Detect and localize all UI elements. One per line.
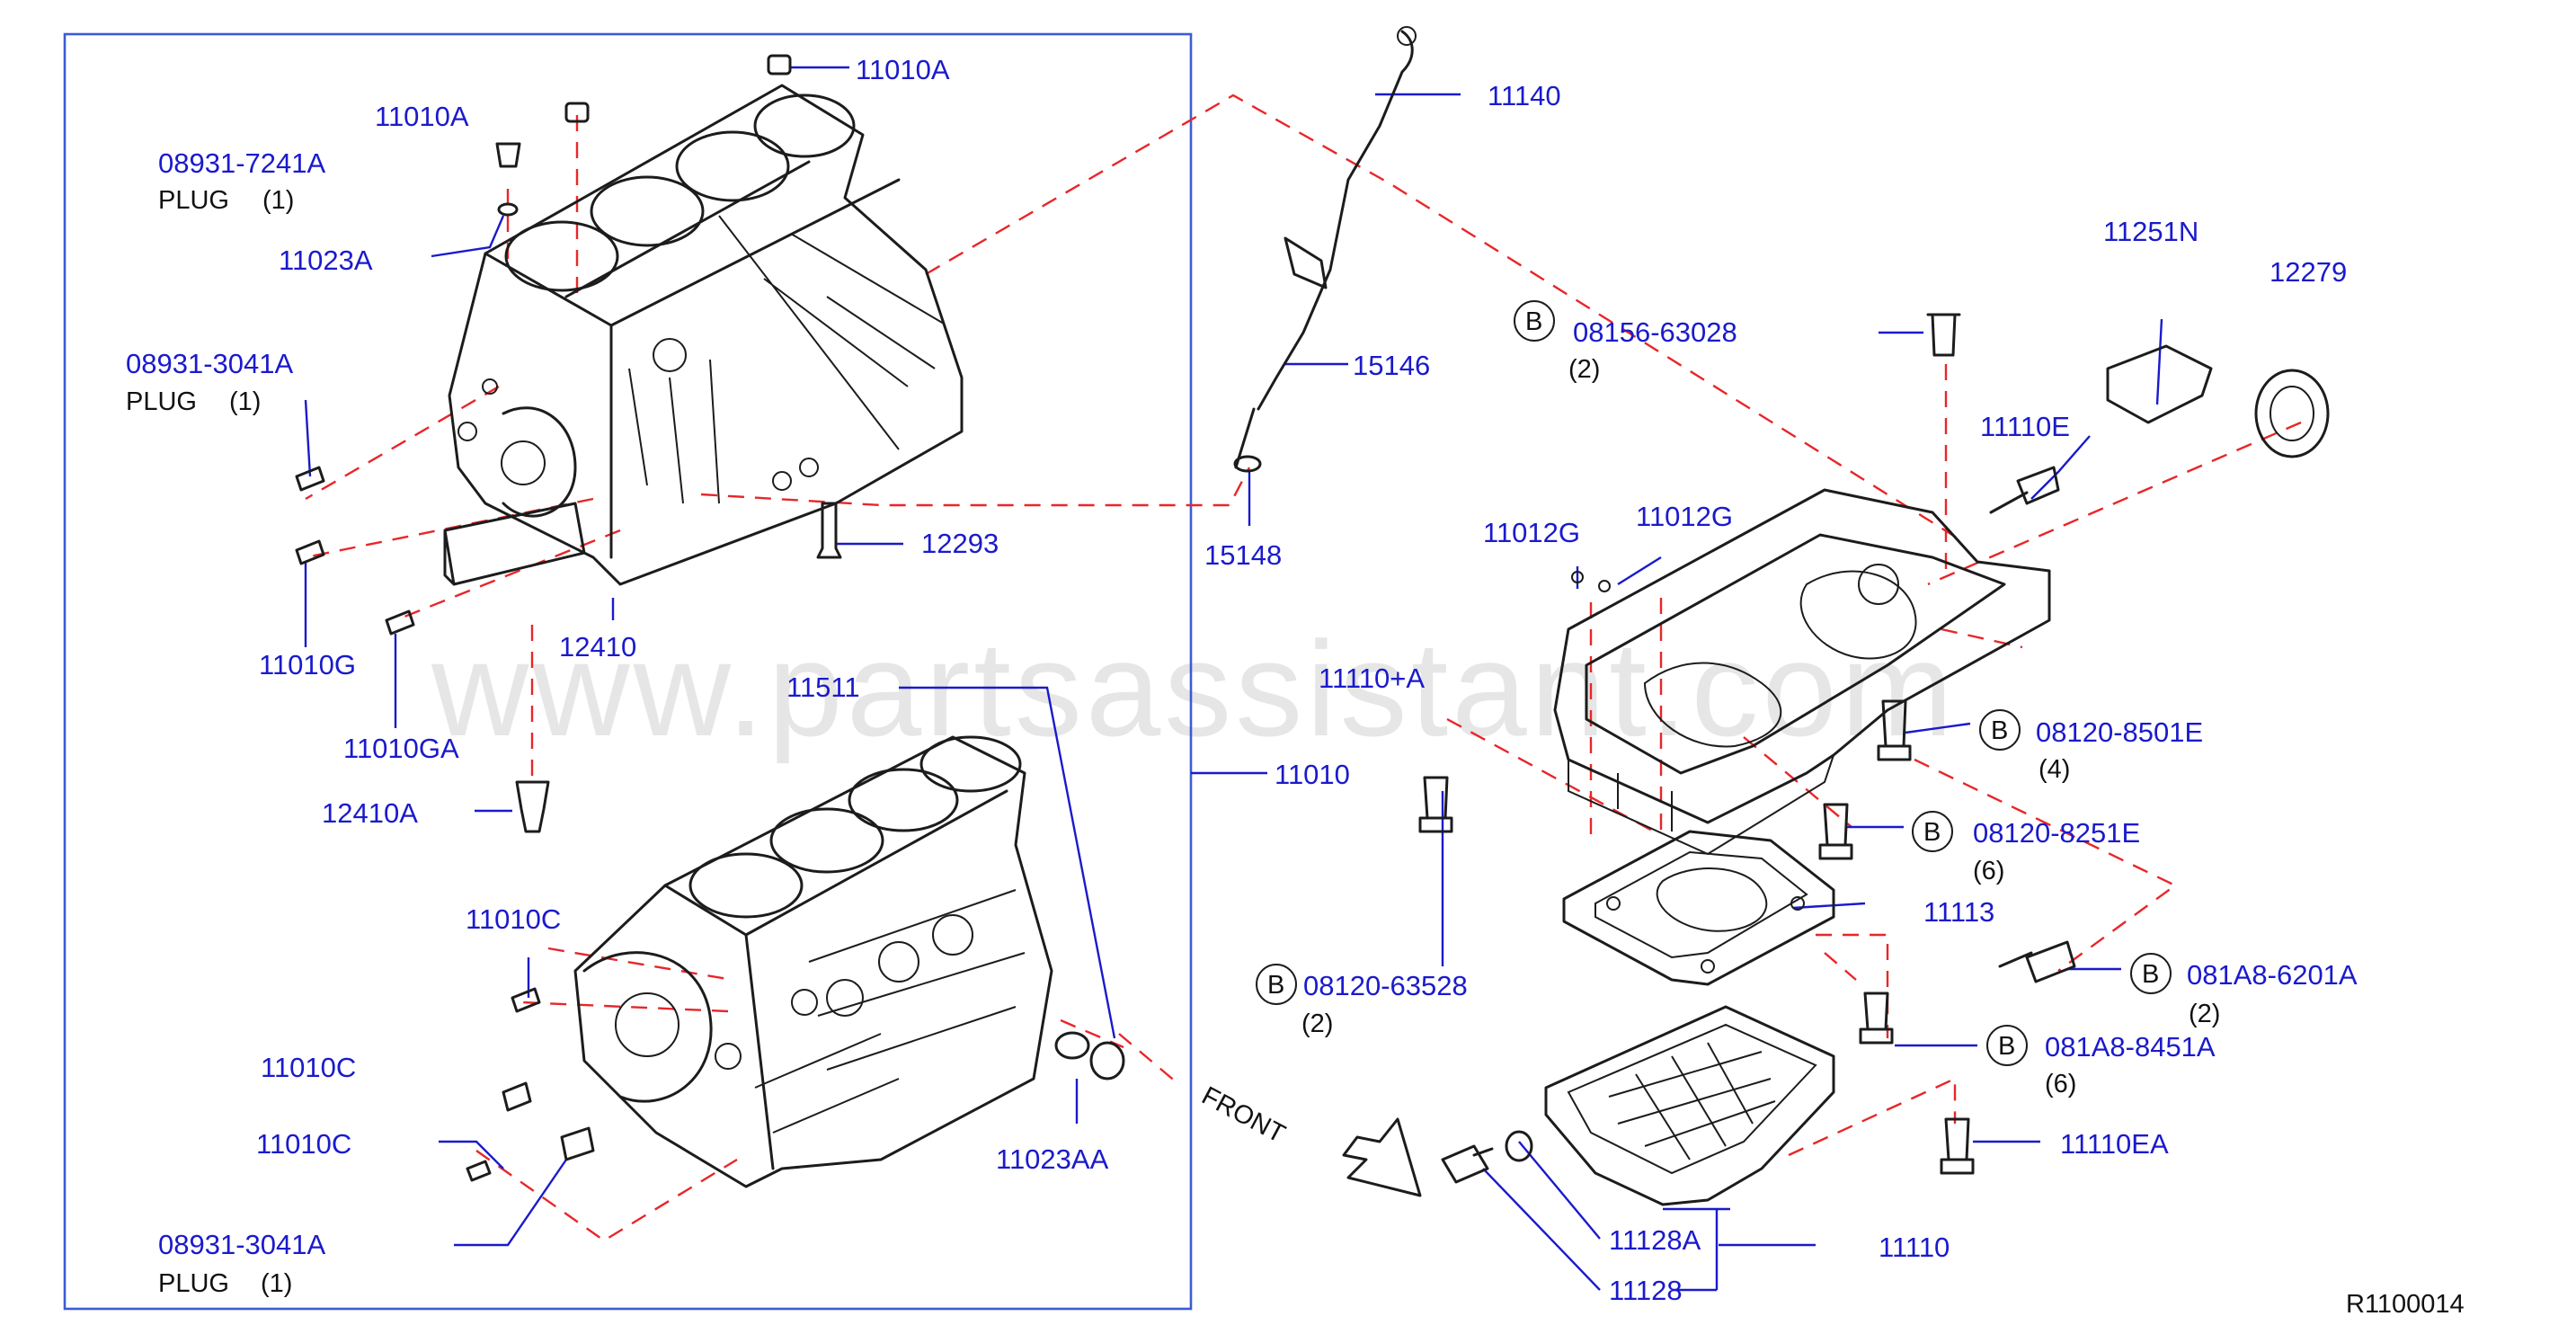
label-11010A-top: 11010A xyxy=(856,54,950,85)
front-direction-arrow xyxy=(1342,1117,1422,1197)
label-11010: 11010 xyxy=(1275,759,1350,790)
label-08120-8251E: 08120-8251E xyxy=(1973,817,2140,849)
label-11010C-2: 11010C xyxy=(261,1052,356,1083)
label-08931-7241A: 08931-7241A xyxy=(158,147,325,179)
label-15148: 15148 xyxy=(1204,539,1282,571)
dipstick-assembly xyxy=(1233,26,1417,473)
label-08120-63528-qty: (2) xyxy=(1301,1009,1333,1038)
fasteners xyxy=(295,54,2330,1184)
label-11012G-2: 11012G xyxy=(1636,501,1733,532)
leader-lines xyxy=(304,66,2163,1292)
label-11010GA: 11010GA xyxy=(343,733,459,764)
label-11010G: 11010G xyxy=(259,649,356,680)
label-12279: 12279 xyxy=(2270,256,2347,288)
label-11010C-1: 11010C xyxy=(466,903,561,935)
b-badge-081A8-8451: B xyxy=(1998,1032,2015,1061)
label-12293: 12293 xyxy=(921,528,999,559)
oil-pan-baffle xyxy=(1562,830,1835,986)
b-badge-08120-8251: B xyxy=(1923,818,1941,847)
label-plug-3: PLUG xyxy=(158,1269,229,1298)
label-11110EA: 11110EA xyxy=(2060,1128,2169,1160)
label-11511: 11511 xyxy=(786,671,860,703)
b-badge-08120-8501: B xyxy=(1991,716,2008,745)
label-081A8-6201A: 081A8-6201A xyxy=(2187,959,2358,991)
label-08120-8501E: 08120-8501E xyxy=(2036,716,2203,748)
label-08931-3041A-lower: 08931-3041A xyxy=(158,1229,325,1260)
label-08931-3041A-upper: 08931-3041A xyxy=(126,348,293,379)
b-badges xyxy=(1256,300,2172,1066)
label-plug-2-qty: (1) xyxy=(229,387,261,416)
b-badge-081A8-6201: B xyxy=(2142,960,2159,989)
part-labels: 11010A 11010A 08931-7241A PLUG (1) 11023… xyxy=(126,54,2358,1306)
lower-cylinder-block xyxy=(573,735,1053,1188)
b-badge-08156: B xyxy=(1525,307,1542,336)
label-08120-8501E-qty: (4) xyxy=(2039,755,2070,784)
label-11023A: 11023A xyxy=(279,245,373,276)
label-11128: 11128 xyxy=(1609,1275,1683,1306)
label-11110: 11110 xyxy=(1879,1232,1950,1263)
label-11128A: 11128A xyxy=(1609,1224,1701,1256)
label-11010C-3: 11010C xyxy=(256,1128,351,1160)
label-11010A-left: 11010A xyxy=(375,101,469,132)
label-08156-63028-qty: (2) xyxy=(1568,355,1600,384)
label-11251N: 11251N xyxy=(2103,216,2198,247)
label-11023AA: 11023AA xyxy=(996,1143,1109,1175)
lower-oil-pan xyxy=(1544,1005,1835,1206)
label-11012G-1: 11012G xyxy=(1483,517,1580,548)
label-11140: 11140 xyxy=(1488,80,1561,111)
label-08156-63028: 08156-63028 xyxy=(1573,316,1737,348)
engine-block-frame xyxy=(63,32,1193,1311)
label-plug-3-qty: (1) xyxy=(261,1269,292,1298)
diagram-code: R1100014 xyxy=(2346,1290,2465,1319)
label-08120-63528: 08120-63528 xyxy=(1303,970,1468,1001)
label-plug-1-qty: (1) xyxy=(262,186,294,215)
label-081A8-6201A-qty: (2) xyxy=(2189,1000,2220,1028)
label-11113: 11113 xyxy=(1923,896,1994,928)
label-plug-1: PLUG xyxy=(158,186,229,215)
upper-cylinder-block xyxy=(443,84,964,586)
label-plug-2: PLUG xyxy=(126,387,197,416)
watermark: www.partsassistant.com xyxy=(431,613,1957,764)
label-15146: 15146 xyxy=(1353,350,1430,381)
label-081A8-8451A-qty: (6) xyxy=(2045,1070,2076,1098)
label-11110E: 11110E xyxy=(1980,411,2070,442)
front-label: FRONT xyxy=(1197,1081,1290,1149)
label-08120-8251E-qty: (6) xyxy=(1973,857,2004,885)
label-12410A: 12410A xyxy=(322,797,418,829)
label-12410: 12410 xyxy=(559,631,636,663)
b-badge-08120-63528: B xyxy=(1267,971,1284,1000)
label-081A8-8451A: 081A8-8451A xyxy=(2045,1031,2216,1063)
label-11110-plus-A: 11110+A xyxy=(1319,663,1425,694)
dashed-guide-lines xyxy=(305,93,2302,1242)
